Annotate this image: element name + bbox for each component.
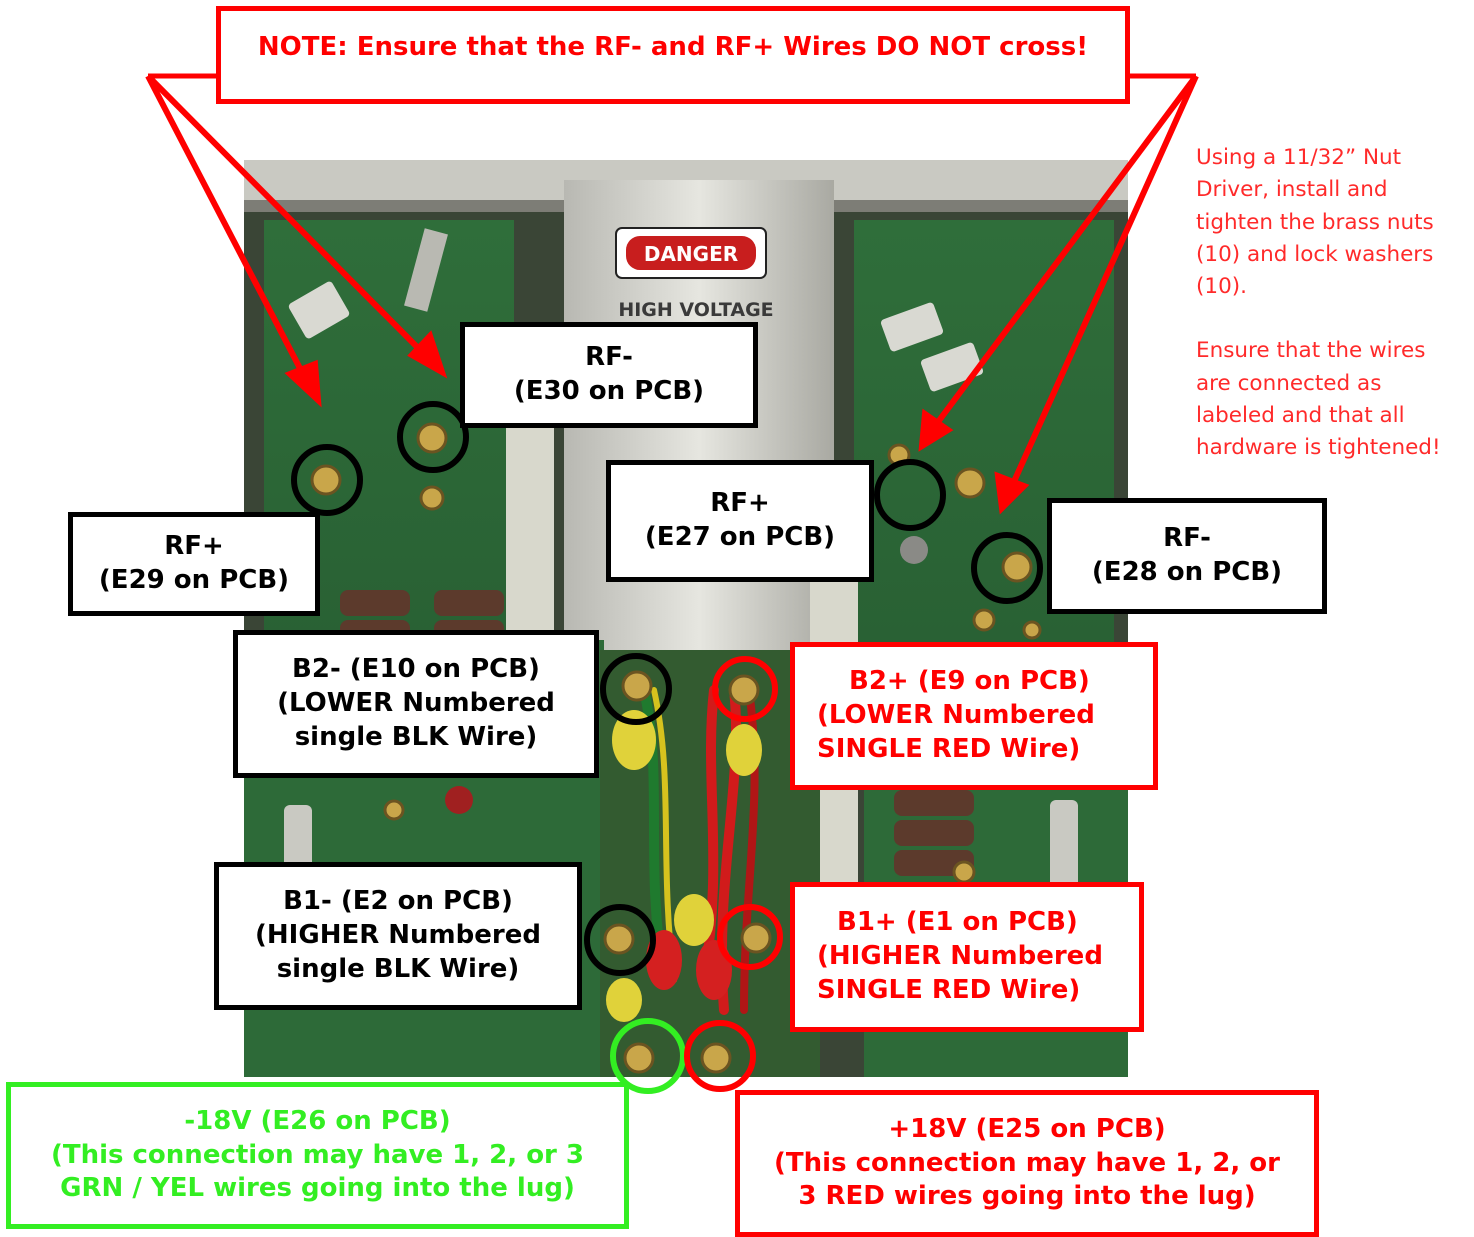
terminal-circle-e29 xyxy=(291,444,363,516)
label-rf-plus-e29: RF+ (E29 on PCB) xyxy=(68,512,320,616)
label-line: (HIGHER Numbered xyxy=(255,920,541,951)
label-line: -18V (E26 on PCB) xyxy=(184,1105,451,1136)
label-line: (LOWER Numbered xyxy=(817,700,1095,731)
terminal-circle-e1 xyxy=(717,904,783,970)
label-line: (E27 on PCB) xyxy=(644,522,836,552)
label-line: GRN / YEL wires going into the lug) xyxy=(60,1173,575,1204)
arrow-to-rf-minus-e28 xyxy=(1009,74,1199,488)
label-rf-minus-e28: RF- (E28 on PCB) xyxy=(1047,498,1327,614)
high-voltage-text: HIGH VOLTAGE xyxy=(618,299,773,321)
label-line: single BLK Wire) xyxy=(276,953,520,984)
arrowhead-rf-plus-e27 xyxy=(918,408,954,452)
terminal-circle-e28 xyxy=(971,532,1043,604)
terminal-circle-e26 xyxy=(610,1018,686,1094)
label-line: (HIGHER Numbered xyxy=(817,941,1103,972)
label-line: B1+ (E1 on PCB) xyxy=(837,907,1078,938)
arrow-to-rf-minus-e30 xyxy=(145,73,429,359)
label-line: SINGLE RED Wire) xyxy=(817,733,1081,764)
arrowhead-rf-minus-e28 xyxy=(994,471,1030,515)
label-line: 3 RED wires going into the lug) xyxy=(798,1181,1256,1212)
label-b1-minus: B1- (E2 on PCB) (HIGHER Numbered single … xyxy=(214,862,582,1010)
label-line: RF+ xyxy=(164,531,224,562)
instructions-text: Using a 11/32” Nut Driver, install and t… xyxy=(1196,142,1466,464)
instructions-paragraph-2: Ensure that the wires are connected as l… xyxy=(1196,338,1441,460)
label-line: +18V (E25 on PCB) xyxy=(888,1113,1166,1144)
label-rf-plus-e27: RF+ (E27 on PCB) xyxy=(606,460,874,582)
label-line: (E28 on PCB) xyxy=(1091,557,1283,587)
arrowhead-rf-minus-e30 xyxy=(407,330,448,379)
terminal-circle-e25 xyxy=(684,1020,756,1092)
label-b1-plus: B1+ (E1 on PCB) (HIGHER Numbered SINGLE … xyxy=(790,882,1144,1032)
danger-sign-text: DANGER xyxy=(644,242,738,266)
label-line: RF- xyxy=(585,342,633,373)
label-line: (This connection may have 1, 2, or xyxy=(774,1147,1280,1178)
label-rf-minus-e30: RF- (E30 on PCB) xyxy=(460,322,758,428)
terminal-circle-e9 xyxy=(712,656,778,722)
label-minus-18v: -18V (E26 on PCB) (This connection may h… xyxy=(6,1082,629,1229)
label-b2-minus: B2- (E10 on PCB) (LOWER Numbered single … xyxy=(233,630,599,778)
label-line: (LOWER Numbered xyxy=(277,688,555,719)
arrowhead-rf-plus-e29 xyxy=(284,359,322,408)
label-line: (E29 on PCB) xyxy=(98,565,290,595)
label-line: RF- xyxy=(1163,523,1211,554)
terminal-circle-e30 xyxy=(397,401,469,473)
label-line: B2- (E10 on PCB) xyxy=(292,654,540,685)
label-line: B2+ (E9 on PCB) xyxy=(849,666,1090,697)
instructions-paragraph-1: Using a 11/32” Nut Driver, install and t… xyxy=(1196,145,1434,299)
note-banner: NOTE: Ensure that the RF- and RF+ Wires … xyxy=(216,6,1130,104)
label-line: RF+ xyxy=(710,488,770,519)
label-line: B1- (E2 on PCB) xyxy=(283,886,513,917)
label-line: single BLK Wire) xyxy=(294,721,538,752)
terminal-circle-e2 xyxy=(584,904,656,976)
terminal-circle-e10 xyxy=(600,653,672,725)
terminal-circle-e27 xyxy=(874,459,946,531)
arrow-to-rf-plus-e27 xyxy=(932,74,1199,428)
label-line: SINGLE RED Wire) xyxy=(817,974,1081,1005)
arrow-to-rf-plus-e29 xyxy=(145,74,308,380)
label-line: (This connection may have 1, 2, or 3 xyxy=(50,1139,585,1170)
label-b2-plus: B2+ (E9 on PCB) (LOWER Numbered SINGLE R… xyxy=(790,642,1158,790)
label-line: (E30 on PCB) xyxy=(513,376,705,406)
note-banner-text: NOTE: Ensure that the RF- and RF+ Wires … xyxy=(257,32,1089,62)
label-plus-18v: +18V (E25 on PCB) (This connection may h… xyxy=(735,1090,1319,1237)
